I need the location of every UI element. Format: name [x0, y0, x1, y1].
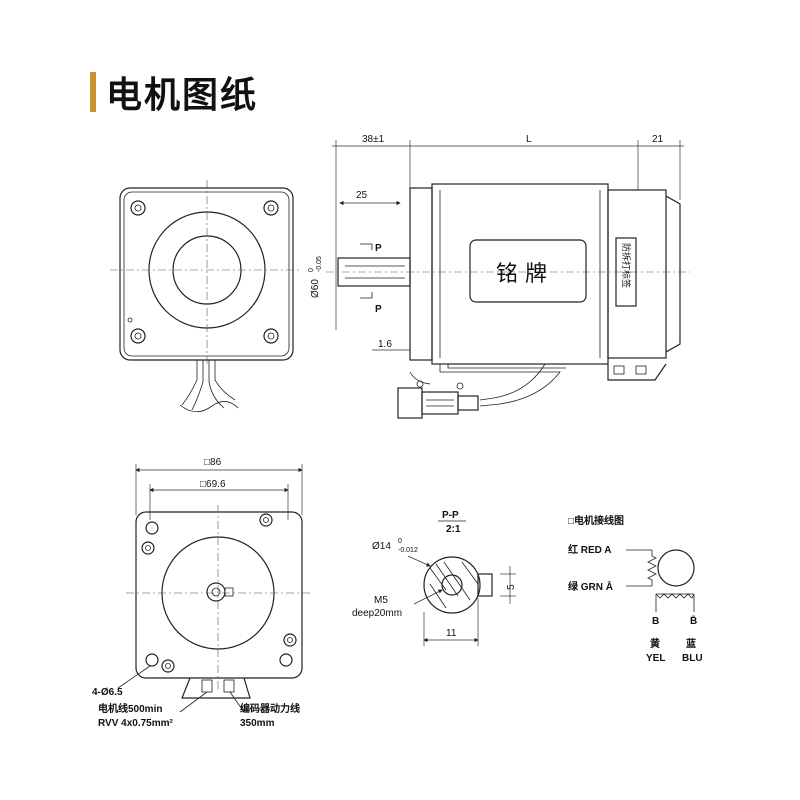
dim-rear-length: 21: [652, 134, 664, 145]
section-mark-bottom: P: [375, 304, 382, 315]
wiring-green: 绿 GRN Ā: [568, 580, 613, 593]
rear-view: [110, 180, 300, 413]
dim-outer-square: □86: [204, 457, 222, 468]
shaft-diameter-tol-upper: 0: [308, 268, 315, 272]
wiring-blu-en: BLU: [682, 653, 703, 664]
page-header: 电机图纸: [90, 70, 258, 115]
dim-shaft-length: 38±1: [362, 134, 385, 145]
wiring-yel-en: YEL: [646, 653, 665, 664]
page-title: 电机图纸: [106, 74, 259, 115]
encoder-cable-length: 350mm: [240, 718, 275, 729]
mounting-holes-label: 4-Ø6.5: [92, 687, 123, 698]
dim-bolt-square: □69.6: [200, 479, 226, 490]
section-thread: M5: [374, 595, 388, 606]
section-tol-upper: 0: [398, 538, 402, 545]
anti-tamper-label: 防拆打标签: [621, 243, 632, 288]
section-tol-lower: -0.012: [398, 547, 418, 554]
wiring-blu-cn: 蓝: [686, 637, 696, 650]
section-scale: 2:1: [446, 524, 461, 535]
wiring-title: □电机接线图: [568, 514, 624, 527]
dim-flange-thickness: 1.6: [378, 339, 392, 350]
wiring-diagram: □电机接线图 红 RED A 绿 GRN Ā B B̄ 黄 蓝 YEL BLU: [568, 514, 703, 664]
section-thread-depth: deep20mm: [352, 608, 402, 619]
wiring-red: 红 RED A: [568, 543, 612, 556]
shaft-diameter-tol-lower: -0.05: [316, 256, 323, 272]
wiring-b-right: B̄: [690, 615, 697, 627]
wiring-b-left: B: [652, 616, 659, 627]
section-view: P-P 2:1 Ø14 0 -0.012 5 11 M5 deep20mm: [352, 510, 517, 646]
section-mark-top: P: [375, 243, 382, 254]
nameplate-label: 铭 牌: [496, 262, 547, 287]
wiring-yel-cn: 黄: [650, 637, 660, 650]
shaft-diameter-label: Ø60: [310, 279, 321, 298]
side-view: 38±1 L 21 25 P P Ø60 0 -0.05 铭 牌: [308, 134, 690, 419]
section-shaft-diameter: Ø14: [372, 541, 391, 552]
section-title: P-P: [442, 510, 459, 521]
motor-cable-spec: RVV 4x0.75mm²: [98, 718, 174, 729]
section-width: 11: [446, 628, 457, 639]
front-view: □86 □69.6 4-Ø6.5 电机线500min RVV 4x0.75mm²…: [92, 457, 312, 729]
dim-body-length: L: [526, 134, 532, 145]
motor-cable-label: 电机线500min: [98, 702, 162, 715]
header-accent-bar: [90, 72, 96, 112]
dim-key-length: 25: [356, 190, 368, 201]
section-key-width: 5: [506, 584, 517, 590]
encoder-cable-label: 编码器动力线: [240, 702, 300, 715]
